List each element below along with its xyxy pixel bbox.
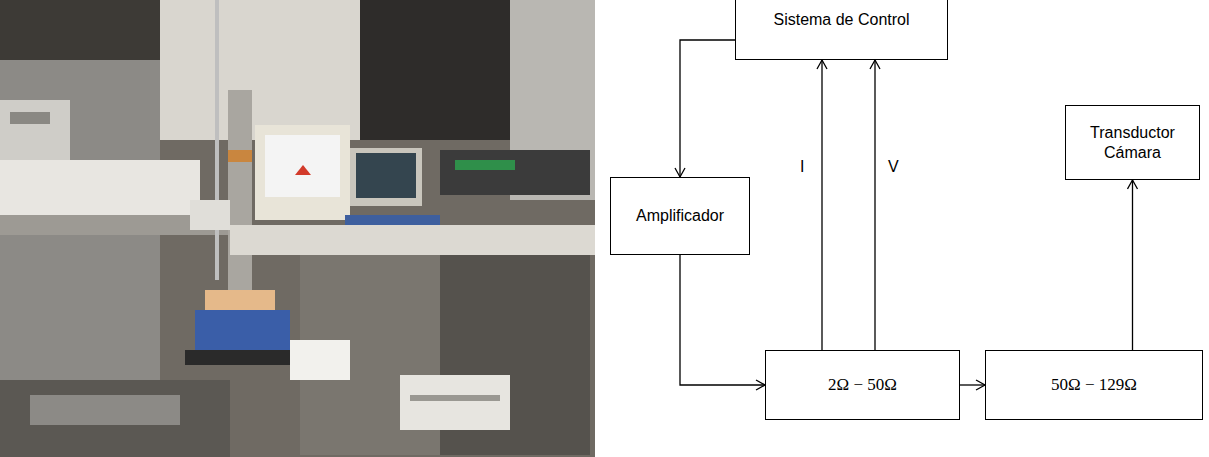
- control-system-box: Sistema de Control: [735, 0, 948, 60]
- box-text: 2Ω − 50Ω: [828, 375, 897, 395]
- signal-label: V: [886, 158, 901, 176]
- signal-arrow: [821, 60, 822, 350]
- box-text: Transductor Cámara: [1074, 123, 1191, 161]
- signal-arrow: [680, 40, 735, 177]
- amplifier-box: Amplificador: [610, 177, 750, 255]
- box-text: Amplificador: [636, 206, 724, 225]
- lab-photograph: [0, 0, 595, 457]
- signal-arrow: [874, 60, 875, 350]
- box-text: 50Ω − 129Ω: [1051, 375, 1137, 395]
- box-text: Sistema de Control: [773, 10, 909, 29]
- signal-label: I: [798, 158, 806, 176]
- matching-box: 2Ω − 50Ω: [765, 350, 960, 420]
- signal-arrow: [1132, 180, 1133, 350]
- transducer-box: Transductor Cámara: [1065, 105, 1200, 180]
- signal-arrow: [960, 384, 985, 385]
- signal-arrow: [680, 255, 765, 385]
- matching-box: 50Ω − 129Ω: [985, 350, 1203, 420]
